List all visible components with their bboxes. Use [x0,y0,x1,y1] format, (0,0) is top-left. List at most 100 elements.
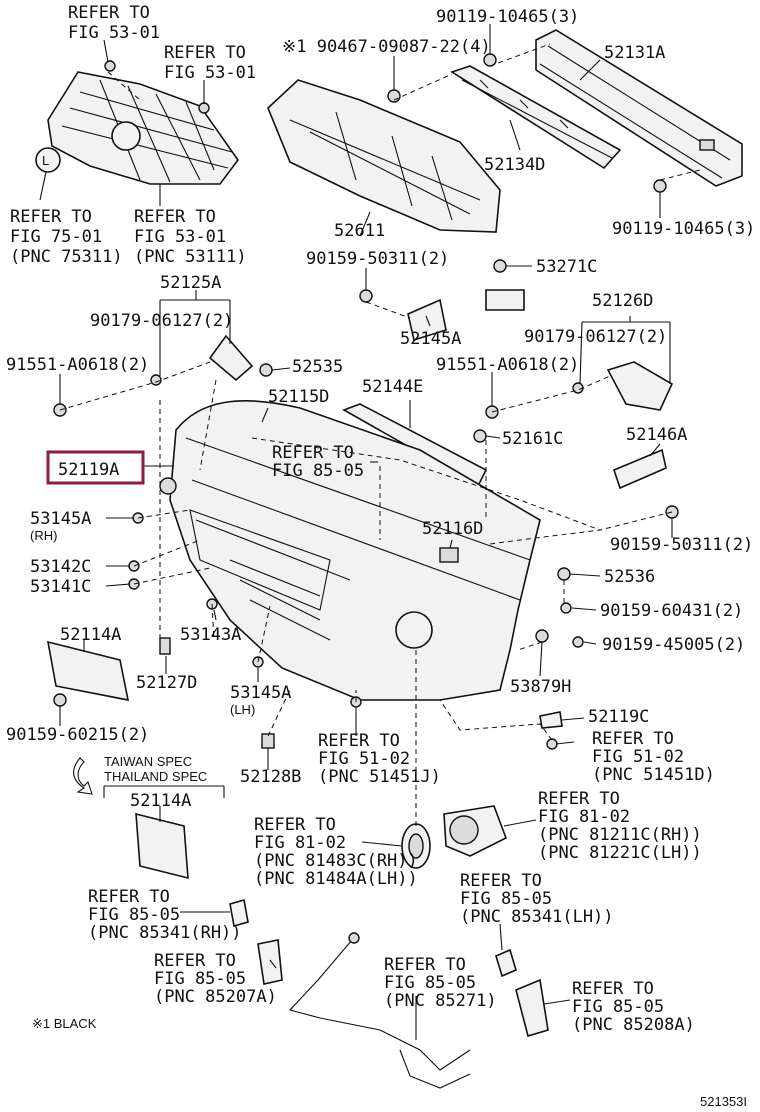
label-figure-code: 521353I [700,1094,747,1109]
bracket-52145a-part [407,298,447,342]
label-52125a: 52125A [160,273,221,293]
svg-text:53145A: 53145A [230,683,291,703]
label-52611: 52611 [334,221,385,241]
nut-53879h [535,629,549,643]
svg-text:FIG 85-05: FIG 85-05 [88,905,180,925]
label-52114a-bottom: 52114A [130,791,191,811]
label-52128b: 52128B [240,767,301,787]
screw-90159-60431 [560,602,572,614]
bolt-90467 [387,89,401,103]
label-91551-left: 91551-A0618(2) [6,355,149,375]
label-refer-fig85-207: REFER TO FIG 85-05 (PNC 85207A) [154,951,277,1007]
screw-90159-45005 [572,636,584,648]
bolt-90159-top [359,289,373,303]
svg-text:REFER TO: REFER TO [318,731,400,751]
retainer-52119c-part [539,711,563,729]
svg-text:REFER TO: REFER TO [272,443,354,463]
svg-text:FIG 53-01: FIG 53-01 [68,23,160,43]
screw-fig51-right [546,738,558,750]
clip-53271c [493,259,507,273]
emblem-part: L [35,147,61,173]
label-52119c: 52119C [588,707,649,727]
label-refer-fig51-mid: REFER TO FIG 51-02 (PNC 51451J) [318,731,441,787]
reinforcement-52131a-part [535,29,743,187]
bracket-52146a-part [613,448,667,490]
clip-52128b [261,733,275,749]
label-refer-fig85-271: REFER TO FIG 85-05 (PNC 85271) [384,955,497,1011]
label-90179-right: 90179-06127(2) [524,327,667,347]
label-refer-fig81-left: REFER TO FIG 81-02 (PNC 81483C(RH)) (PNC… [254,815,418,889]
label-53142c: 53142C [30,557,91,577]
license-bracket-52114a-top-part [46,640,130,702]
svg-text:FIG 53-01: FIG 53-01 [134,227,226,247]
label-53145a-rh: 53145A (RH) [30,509,91,543]
label-90159-50311-right: 90159-50311(2) [610,535,753,555]
bracket-53271c-part [485,289,525,311]
label-52146a: 52146A [626,425,687,445]
svg-text:(LH): (LH) [230,702,255,717]
label-thailand-spec: THAILAND SPEC [104,769,207,784]
label-90119-bottom: 90119-10465(3) [612,219,755,239]
side-bracket-52125a-part [208,334,254,382]
bolt-90119-bottom [653,179,667,193]
svg-text:FIG 81-02: FIG 81-02 [538,807,630,827]
svg-text:REFER TO: REFER TO [154,951,236,971]
label-90159-60215: 90159-60215(2) [6,725,149,745]
label-refer-fig85-top: REFER TO FIG 85-05 [272,443,364,481]
grille-clip-right [198,102,210,114]
label-90159-45005: 90159-45005(2) [602,635,745,655]
svg-text:REFER TO: REFER TO [460,871,542,891]
label-52127d: 52127D [136,673,197,693]
label-52161c: 52161C [502,429,563,449]
label-53141c: 53141C [30,577,91,597]
svg-text:(PNC 75311): (PNC 75311) [10,247,123,267]
svg-text:(RH): (RH) [30,528,57,543]
svg-text:L: L [42,153,49,168]
svg-text:FIG 75-01: FIG 75-01 [10,227,102,247]
label-91551-right: 91551-A0618(2) [436,355,579,375]
label-52144e: 52144E [362,377,423,397]
label-52115d: 52115D [268,387,329,407]
label-52535: 52535 [292,357,343,377]
label-52131a: 52131A [604,43,665,63]
svg-text:(PNC 81211C(RH)): (PNC 81211C(RH)) [538,825,702,845]
grille-part [47,71,239,185]
label-refer-fig53-pnc: REFER TO FIG 53-01 (PNC 53111) [134,207,247,267]
label-refer-fig85-lh: REFER TO FIG 85-05 (PNC 85341(LH)) [460,871,614,927]
label-refer-fig53-grille-top: REFER TO FIG 53-01 [68,3,160,43]
svg-text:(PNC 85341(LH)): (PNC 85341(LH)) [460,907,614,927]
label-53879h: 53879H [510,677,571,697]
svg-text:FIG 51-02: FIG 51-02 [592,747,684,767]
bolt-90159-60215 [53,693,67,707]
svg-text:FIG 85-05: FIG 85-05 [572,997,664,1017]
clip-91551-left [150,374,162,386]
spec-arrow-icon [73,757,93,795]
svg-text:52119A: 52119A [58,460,119,480]
clip-52535 [259,363,273,377]
retainer-52116d-part [439,547,459,563]
label-refer-fig85-rh: REFER TO FIG 85-05 (PNC 85341(RH)) [88,887,242,943]
svg-text:REFER TO: REFER TO [10,207,92,227]
sensor-85207a-part [257,939,283,985]
label-52134d: 52134D [484,155,545,175]
sensor-85341-rh-part [229,898,249,928]
svg-text:REFER TO: REFER TO [68,3,150,23]
svg-text:REFER TO: REFER TO [572,979,654,999]
side-bracket-52126d-part [606,361,674,411]
license-bracket-52114a-bottom-part [135,812,189,880]
svg-text:(PNC 81483C(RH)): (PNC 81483C(RH)) [254,851,418,871]
label-53145a-lh: 53145A (LH) [230,683,291,717]
label-53271c: 53271C [536,257,597,277]
svg-text:REFER TO: REFER TO [88,887,170,907]
svg-text:53145A: 53145A [30,509,91,529]
leader-lines [39,24,701,1040]
label-90179-left: 90179-06127(2) [90,311,233,331]
label-refer-fig85-208: REFER TO FIG 85-05 (PNC 85208A) [572,979,695,1035]
svg-text:FIG 85-05: FIG 85-05 [460,889,552,909]
svg-text:(PNC 85208A): (PNC 85208A) [572,1015,695,1035]
label-refer-fig75: REFER TO FIG 75-01 (PNC 75311) [10,207,123,267]
svg-text:REFER TO: REFER TO [538,789,620,809]
svg-text:FIG 85-05: FIG 85-05 [154,969,246,989]
retainer-52134d-part [450,65,622,170]
